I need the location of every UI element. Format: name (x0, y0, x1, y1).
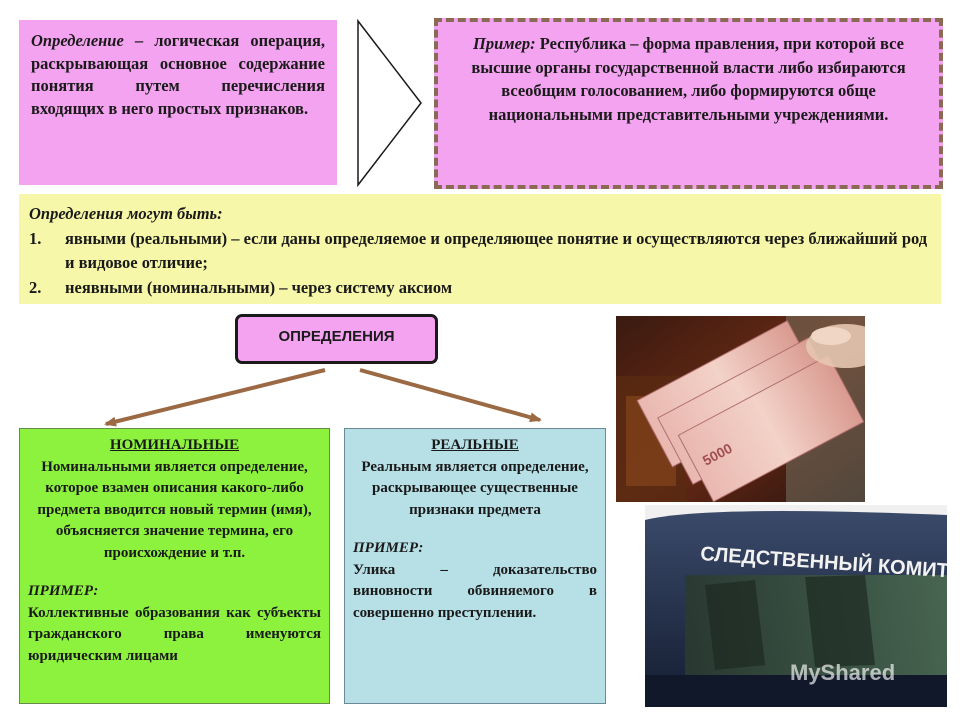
banknotes-photo: 5000 (616, 316, 865, 502)
definitions-root-node: ОПРЕДЕЛЕНИЯ (235, 314, 438, 364)
list-text: явными (реальными) – если даны определяе… (65, 228, 928, 273)
list-number: 1. (29, 228, 42, 248)
types-title: Определения могут быть: (29, 204, 223, 223)
real-body: Реальным является определение, раскрываю… (361, 458, 589, 518)
example-text: Республика – форма правления, при которо… (471, 34, 906, 124)
list-item: 2. неявными (номинальными) – через систе… (29, 276, 931, 301)
definition-text: – логическая операция, раскрывающая осно… (31, 31, 325, 118)
real-example-text: Улика – доказательство виновности обвиня… (353, 561, 597, 621)
list-text: неявными (номинальными) – через систему … (65, 277, 453, 297)
example-label: Пример: (473, 34, 536, 53)
definition-term: Определение (31, 31, 124, 50)
arrow-to-real (359, 368, 542, 423)
nominal-heading: НОМИНАЛЬНЫЕ (109, 437, 240, 453)
nominal-body: Номинальными является определение, котор… (37, 458, 312, 561)
arrow-to-nominal (104, 368, 326, 427)
real-example-label: ПРИМЕР: (353, 540, 424, 556)
nominal-example-label: ПРИМЕР: (28, 583, 99, 599)
definition-types-box: Определения могут быть: 1. явными (реаль… (19, 194, 941, 304)
list-number: 2. (29, 277, 42, 297)
example-box: Пример: Республика – форма правления, пр… (434, 18, 943, 189)
real-heading: РЕАЛЬНЫЕ (431, 437, 519, 453)
nominal-example-text: Коллективные образования как субъекты гр… (28, 604, 321, 664)
list-item: 1. явными (реальными) – если даны опреде… (29, 227, 931, 276)
watermark: MyShared (790, 660, 896, 685)
definition-box: Определение – логическая операция, раскр… (19, 20, 337, 185)
van-photo: СЛЕДСТВЕННЫЙ КОМИТЕТ (645, 505, 947, 707)
right-arrow-icon (357, 18, 422, 188)
real-box: РЕАЛЬНЫЕ Реальным является определение, … (344, 428, 606, 704)
nominal-box: НОМИНАЛЬНЫЕ Номинальными является опреде… (19, 428, 330, 704)
